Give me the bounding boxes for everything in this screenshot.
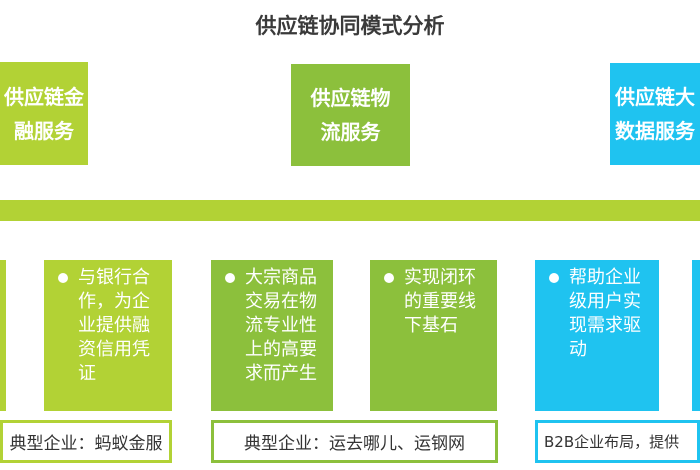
footer-text: 典型企业：运去哪儿、运钢网 <box>244 434 465 454</box>
footer-text: B2B企业布局，提供 <box>544 433 680 451</box>
footer-finance: 典型企业：蚂蚁金服 <box>0 420 172 463</box>
card-data-2 <box>692 260 700 411</box>
footer-logistics: 典型企业：运去哪儿、运钢网 <box>211 420 498 463</box>
timeline-bar <box>0 200 700 221</box>
card-logistics-1: 大宗商品交易在物流专业性上的高要求而产生 <box>211 260 333 411</box>
card-text: 与银行合作，为企业提供融资信用凭证 <box>78 267 150 384</box>
bullet-icon <box>384 273 394 283</box>
header-data-service: 供应链大 数据服务 <box>610 63 700 165</box>
card-text: 大宗商品交易在物流专业性上的高要求而产生 <box>245 267 317 384</box>
page-title: 供应链协同模式分析 <box>255 14 445 38</box>
header-finance-service: 供应链金 融服务 <box>0 62 88 165</box>
card-logistics-2: 实现闭环的重要线下基石 <box>370 260 497 411</box>
card-text: 实现闭环的重要线下基石 <box>404 267 476 336</box>
footer-text: 典型企业：蚂蚁金服 <box>9 434 163 454</box>
card-data-1: 帮助企业级用户实现需求驱动 <box>535 260 659 411</box>
card-finance-2: 与银行合作，为企业提供融资信用凭证 <box>44 260 172 411</box>
card-text: 帮助企业级用户实现需求驱动 <box>569 267 641 360</box>
bullet-icon <box>58 273 68 283</box>
header-logistics-service: 供应链物 流服务 <box>291 64 410 166</box>
footer-data: B2B企业布局，提供 <box>535 420 700 463</box>
bullet-icon <box>225 273 235 283</box>
card-finance-1 <box>0 260 6 411</box>
bullet-icon <box>549 273 559 283</box>
